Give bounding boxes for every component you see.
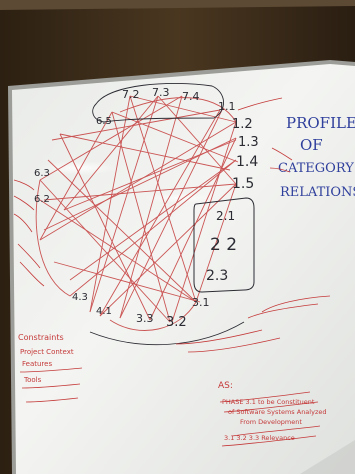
node-label: 1.3 [238,135,259,150]
note-project-context: Project Context [20,348,74,356]
node-label: 7.4 [182,90,200,103]
node-label: 6.3 [34,168,50,179]
node-label: 7.3 [152,86,170,99]
corner-shadow [300,440,355,474]
node-label: 4.3 [72,292,88,303]
bottom-arc [89,321,245,345]
blue-title: PROFILE OF CATEGORY RELATIONS [278,114,355,200]
note-line-2: of Software Systems Analyzed [228,408,326,416]
title-line-relations: RELATIONS [280,185,355,200]
note-line-3: From Development [240,418,302,426]
boxed-node-label: 2.1 [216,209,235,223]
note-line-1: PHASE 3.1 to be Constituent [222,398,315,406]
note-as: AS: [218,381,233,391]
title-line-profile: PROFILE [286,114,355,132]
note-tools: Tools [23,376,42,384]
relation-lines [35,95,239,331]
circle-nodes: 7.2 7.3 7.4 1.1 1.2 1.3 1.4 1.5 6.5 6.3 … [34,86,259,330]
node-label: 1.1 [218,100,236,113]
red-scribbles [13,97,331,447]
node-label: 4.1 [96,306,112,317]
title-line-of: OF [300,136,323,154]
boxed-node-label: 2.3 [206,268,228,284]
node-label: 3.3 [136,312,154,325]
node-label: 7.2 [122,88,140,101]
node-label: 1.5 [232,176,254,192]
note-constraints: Constraints [18,333,64,342]
top-cluster-outline [92,83,224,123]
boxed-node-label: 2 2 [210,235,237,255]
note-line-4: 3.1 3.2 3.3 Relevance [224,434,295,442]
red-notes-bottom-right: AS: PHASE 3.1 to be Constituent of Softw… [218,381,326,442]
note-features: Features [22,360,52,368]
title-line-category: CATEGORY [278,161,354,176]
light-glare-1 [38,161,118,175]
node-label: 6.5 [96,116,112,127]
wall-top-edge [0,0,355,10]
node-label: 3.2 [166,315,187,330]
node-label: 3.1 [192,296,210,309]
box-2x-outline [193,197,255,293]
red-notes-left: Constraints Project Context Features Too… [18,333,74,384]
node-label: 1.2 [232,117,253,132]
node-label: 1.4 [236,154,258,170]
node-label: 6.2 [34,194,50,205]
boxed-nodes: 2.1 2 2 2.3 [206,209,237,284]
